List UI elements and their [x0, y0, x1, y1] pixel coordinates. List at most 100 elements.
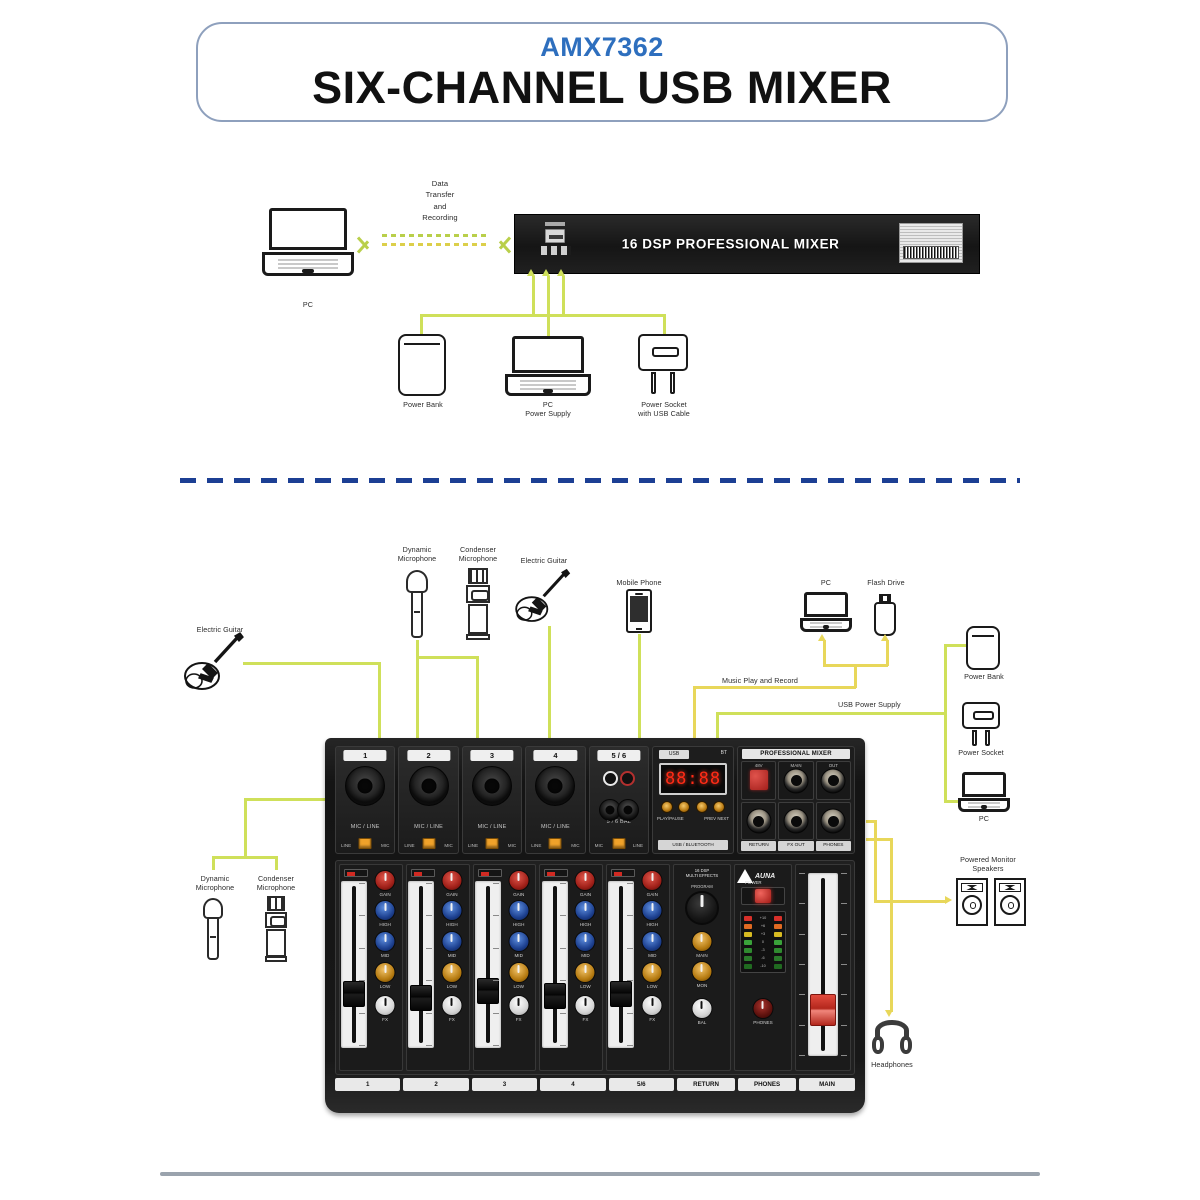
return-mon-knob[interactable]: [691, 961, 713, 982]
fader-column-2[interactable]: [407, 865, 435, 1070]
phantom-power-switch[interactable]: [749, 770, 768, 791]
channel-strip-top-4[interactable]: 4 MIC / LINE LINE MIC: [525, 746, 586, 854]
main-fader-cap[interactable]: [809, 993, 836, 1026]
return-balance-knob[interactable]: [691, 998, 713, 1019]
knob-column-56[interactable]: GAIN HIGH MID LOW FX: [636, 865, 669, 1070]
fader-column-4[interactable]: [540, 865, 569, 1070]
combo-jack-3[interactable]: [472, 766, 513, 806]
fader-strip-2[interactable]: GAIN HIGH MID LOW FX: [405, 864, 470, 1071]
main-out-right-cell[interactable]: OUT: [815, 761, 852, 800]
high-knob-1[interactable]: [374, 900, 396, 921]
usb-button-2[interactable]: [678, 801, 691, 813]
main-fader-section[interactable]: [794, 864, 851, 1071]
gain-knob-1[interactable]: [374, 870, 396, 891]
fx-knob-1[interactable]: [374, 995, 396, 1016]
return-jack[interactable]: [746, 808, 772, 834]
usb-button-4[interactable]: [713, 801, 726, 813]
return-cell[interactable]: [741, 801, 777, 840]
low-knob-56[interactable]: [641, 962, 663, 983]
combo-jack-2[interactable]: [408, 766, 449, 806]
channel-fader-cap-4[interactable]: [543, 982, 566, 1009]
mid-knob-1[interactable]: [374, 931, 396, 952]
gain-knob-56[interactable]: [641, 870, 663, 891]
line-mic-switch-4[interactable]: [548, 838, 562, 849]
fx-knob-56[interactable]: [641, 995, 663, 1016]
channel-fader-track-1[interactable]: [341, 881, 368, 1048]
fx-knob-3[interactable]: [508, 995, 530, 1016]
usb-button-1[interactable]: [660, 801, 673, 813]
combo-jack-4[interactable]: [535, 766, 576, 806]
fader-strip-56[interactable]: GAIN HIGH MID LOW FX: [606, 864, 670, 1071]
knob-column-1[interactable]: GAIN HIGH MID LOW FX: [368, 865, 401, 1070]
fx-knob-4[interactable]: [574, 995, 596, 1016]
channel-fader-cap-3[interactable]: [476, 977, 499, 1004]
trs-jack-right[interactable]: [617, 799, 640, 821]
combo-jack-1[interactable]: [345, 766, 386, 806]
rca-jack-right[interactable]: [620, 771, 636, 786]
main-out-right-jack[interactable]: [820, 768, 846, 794]
fader-strip-4[interactable]: GAIN HIGH MID LOW FX: [539, 864, 604, 1071]
program-knob[interactable]: [684, 891, 719, 925]
channel-strip-top-56[interactable]: 5 / 6 5 / 6 BAL MIC LINE: [588, 746, 650, 854]
channel-fader-track-2[interactable]: [408, 881, 434, 1048]
fader-strip-3[interactable]: GAIN HIGH MID LOW FX: [472, 864, 537, 1071]
fader-column-3[interactable]: [474, 865, 502, 1070]
phones-volume-knob[interactable]: [752, 998, 774, 1019]
gain-knob-2[interactable]: [441, 870, 463, 891]
mute-button-56[interactable]: [611, 869, 636, 877]
fader-strip-1[interactable]: GAIN HIGH MID LOW FX: [339, 864, 403, 1071]
line-mic-switch-3[interactable]: [485, 838, 499, 849]
low-knob-3[interactable]: [508, 962, 530, 983]
channel-fader-track-4[interactable]: [541, 881, 568, 1048]
channel-fader-cap-1[interactable]: [343, 981, 366, 1008]
usb-control-buttons[interactable]: [658, 799, 728, 815]
line-mic-switch-56[interactable]: [612, 838, 626, 849]
gain-knob-4[interactable]: [574, 870, 596, 891]
fx-out-jack[interactable]: [783, 808, 809, 834]
phones-cell[interactable]: [815, 801, 852, 840]
high-knob-2[interactable]: [441, 900, 463, 921]
high-knob-56[interactable]: [641, 900, 663, 921]
channel-fader-cap-2[interactable]: [410, 984, 432, 1011]
fx-out-cell[interactable]: [778, 801, 814, 840]
rca-jack-left[interactable]: [602, 771, 618, 786]
phantom-power-cell[interactable]: 48V: [741, 761, 777, 800]
high-knob-4[interactable]: [574, 900, 596, 921]
channel-strip-top-3[interactable]: 3 MIC / LINE LINE MIC: [461, 746, 523, 854]
fx-knob-2[interactable]: [441, 995, 463, 1016]
low-knob-2[interactable]: [441, 962, 463, 983]
line-mic-switch-1[interactable]: [358, 838, 372, 849]
knob-column-4[interactable]: GAIN HIGH MID LOW FX: [569, 865, 602, 1070]
main-fader-track[interactable]: [807, 873, 838, 1056]
channel-fader-cap-56[interactable]: [610, 981, 633, 1008]
mute-button-4[interactable]: [544, 869, 569, 877]
mid-knob-4[interactable]: [574, 931, 596, 952]
channel-strip-top-1[interactable]: 1 MIC / LINE LINE MIC: [335, 746, 396, 854]
low-knob-1[interactable]: [374, 962, 396, 983]
low-knob-4[interactable]: [574, 962, 596, 983]
return-main-knob[interactable]: [691, 931, 713, 952]
mid-knob-56[interactable]: [641, 931, 663, 952]
output-section[interactable]: PROFESSIONAL MIXER 48V MAIN OUT: [737, 746, 856, 854]
channel-fader-track-3[interactable]: [474, 881, 501, 1048]
high-knob-3[interactable]: [508, 900, 530, 921]
mid-knob-3[interactable]: [508, 931, 530, 952]
mute-button-3[interactable]: [477, 869, 502, 877]
phones-jack[interactable]: [820, 808, 846, 834]
knob-column-3[interactable]: GAIN HIGH MID LOW FX: [502, 865, 535, 1070]
usb-bluetooth-section[interactable]: USB BT 88:88 PLAY/PAUSE PREV NEXT USB / …: [652, 746, 735, 854]
main-out-left-jack[interactable]: [783, 768, 809, 794]
phones-master-section[interactable]: AUNA POWER +10 +6 +3 0 -3 -6 -10 PHONES: [733, 864, 792, 1071]
channel-strip-top-2[interactable]: 2 MIC / LINE LINE MIC: [398, 746, 459, 854]
mute-button-2[interactable]: [410, 869, 435, 877]
fader-column-56[interactable]: [607, 865, 636, 1070]
return-dsp-section[interactable]: 16 DSP MULTI EFFECTS PROGRAM MAIN MON BA…: [672, 864, 731, 1071]
line-mic-switch-2[interactable]: [422, 838, 436, 849]
knob-column-2[interactable]: GAIN HIGH MID LOW FX: [435, 865, 468, 1070]
usb-button-3[interactable]: [695, 801, 708, 813]
fader-column-1[interactable]: [340, 865, 368, 1070]
mute-button-1[interactable]: [344, 869, 368, 877]
main-out-left-cell[interactable]: MAIN: [778, 761, 814, 800]
channel-fader-track-56[interactable]: [608, 881, 635, 1048]
gain-knob-3[interactable]: [508, 870, 530, 891]
